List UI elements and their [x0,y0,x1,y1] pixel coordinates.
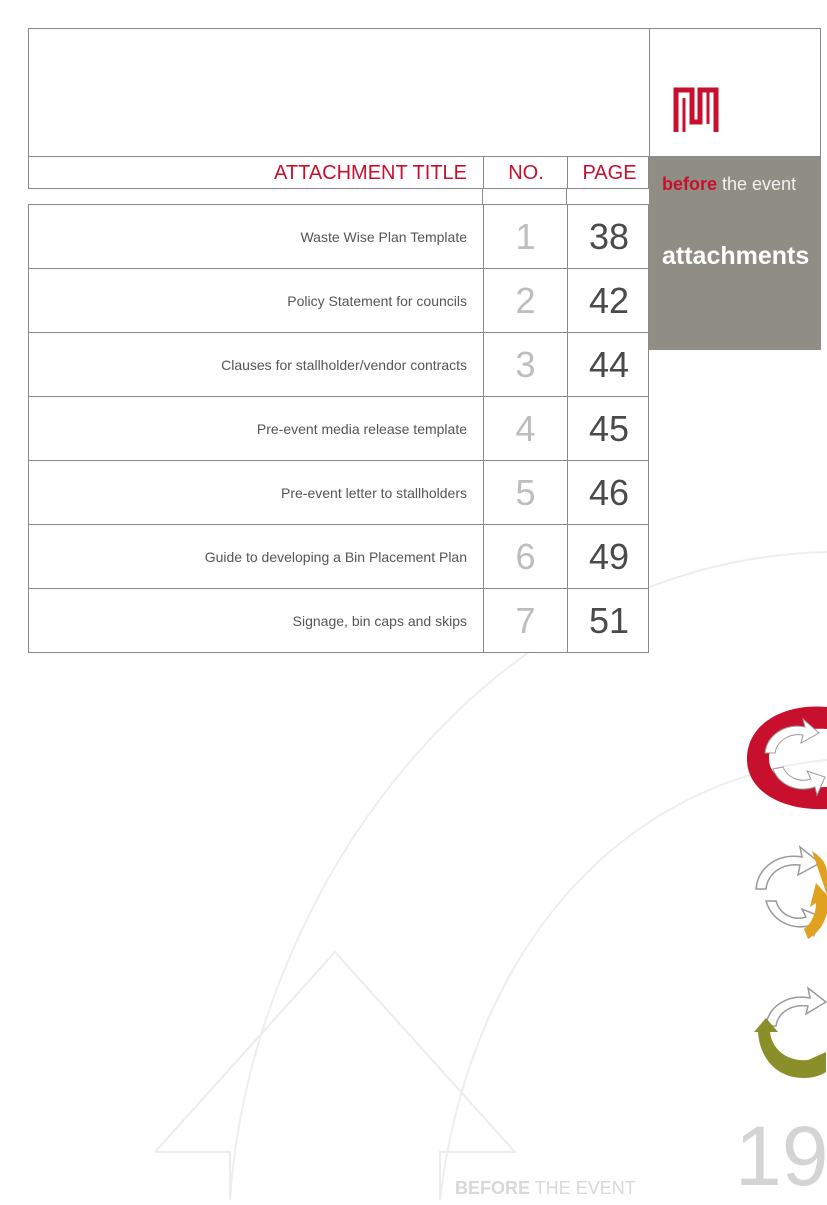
attachments-table: Waste Wise Plan Template 1 38 Policy Sta… [28,204,649,653]
footer-label-rest: THE EVENT [530,1178,636,1198]
table-row: Policy Statement for councils 2 42 [29,269,648,333]
attachment-title: Pre-event media release template [256,420,467,437]
attachment-number: 3 [483,333,567,396]
attachment-title: Pre-event letter to stallholders [281,484,467,501]
logo-mark-icon [673,87,719,132]
table-row: Pre-event media release template 4 45 [29,397,648,461]
attachment-page: 42 [567,269,650,332]
subtitle-strong: before [662,174,718,194]
table-row: Pre-event letter to stallholders 5 46 [29,461,648,525]
attachment-number: 5 [483,461,567,524]
attachment-number: 6 [483,525,567,588]
column-divider [482,189,483,204]
table-row: Guide to developing a Bin Placement Plan… [29,525,648,589]
section-title: attachments [662,242,810,270]
header-box [28,28,649,157]
section-subtitle: before the event [662,174,796,195]
subtitle-rest: the event [717,174,797,194]
page-number: 19 [735,1109,827,1203]
column-header-no: NO. [483,157,568,188]
footer-section-label: BEFORE THE EVENT [455,1178,636,1199]
attachment-title: Signage, bin caps and skips [292,612,467,629]
logo-panel [649,28,821,157]
attachment-page: 44 [567,333,650,396]
table-row: Clauses for stallholder/vendor contracts… [29,333,648,397]
column-header-title: ATTACHMENT TITLE [274,162,467,184]
attachment-title: Clauses for stallholder/vendor contracts [221,356,467,373]
attachment-page: 45 [567,397,650,460]
attachment-page: 51 [567,589,650,652]
attachment-number: 7 [483,589,567,652]
attachment-number: 4 [483,397,567,460]
footer-label-strong: BEFORE [455,1178,531,1198]
column-divider [566,189,567,204]
attachment-number: 2 [483,269,567,332]
column-header-row: ATTACHMENT TITLE NO. PAGE [28,157,649,189]
attachment-page: 46 [567,461,650,524]
attachment-number: 1 [483,205,567,268]
attachment-page: 38 [567,205,650,268]
recycle-cycle-red-icon [747,706,827,810]
recycle-cycle-olive-icon [754,986,827,1078]
recycle-cycle-orange-icon [755,845,827,939]
attachment-title: Waste Wise Plan Template [300,228,467,245]
attachment-title: Policy Statement for councils [287,292,467,309]
attachment-title: Guide to developing a Bin Placement Plan [204,548,467,565]
table-row: Waste Wise Plan Template 1 38 [29,205,648,269]
column-header-page: PAGE [567,157,651,188]
attachment-page: 49 [567,525,650,588]
section-panel: before the event attachments [649,157,821,350]
table-row: Signage, bin caps and skips 7 51 [29,589,648,652]
